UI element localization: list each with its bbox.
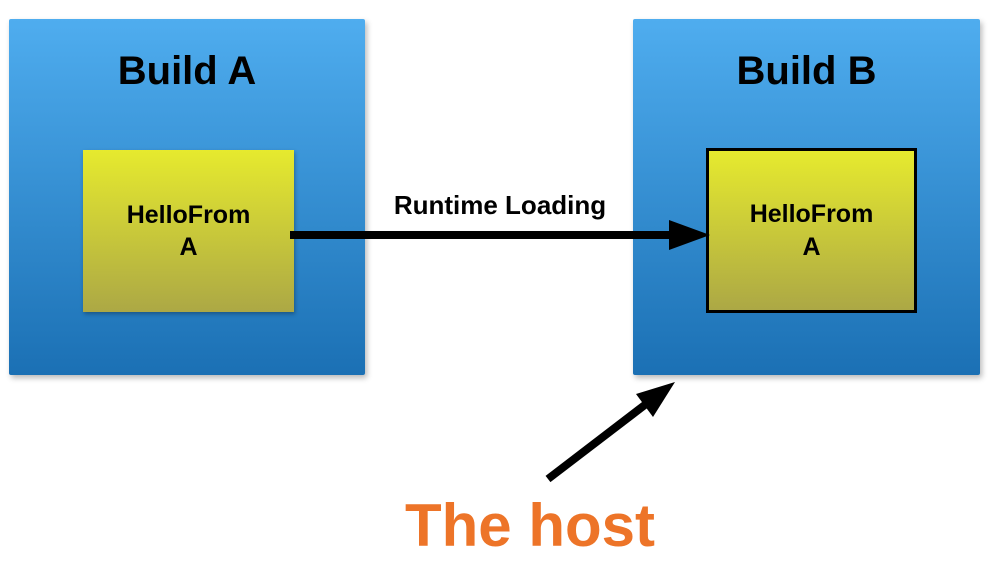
build-a-module-box: HelloFrom A [83, 150, 294, 312]
runtime-loading-label: Runtime Loading [393, 190, 607, 220]
build-a-module-label-line1: HelloFrom [126, 200, 251, 229]
build-b-box: Build B HelloFrom A [633, 19, 980, 375]
build-a-module-label-line2: A [179, 233, 198, 261]
build-b-title: Build B [736, 49, 877, 93]
build-b-module-box: HelloFrom A [706, 148, 917, 313]
build-b-module-label-line2: A [802, 232, 821, 261]
build-a-title: Build A [117, 49, 257, 93]
host-arrow [545, 382, 675, 483]
host-label: The host [405, 492, 655, 559]
build-b-module-label-line1: HelloFrom [749, 200, 874, 228]
build-a-box: Build A HelloFrom A [9, 19, 365, 375]
host-arrow-shaft [545, 397, 653, 483]
host-arrow-head [636, 382, 675, 417]
